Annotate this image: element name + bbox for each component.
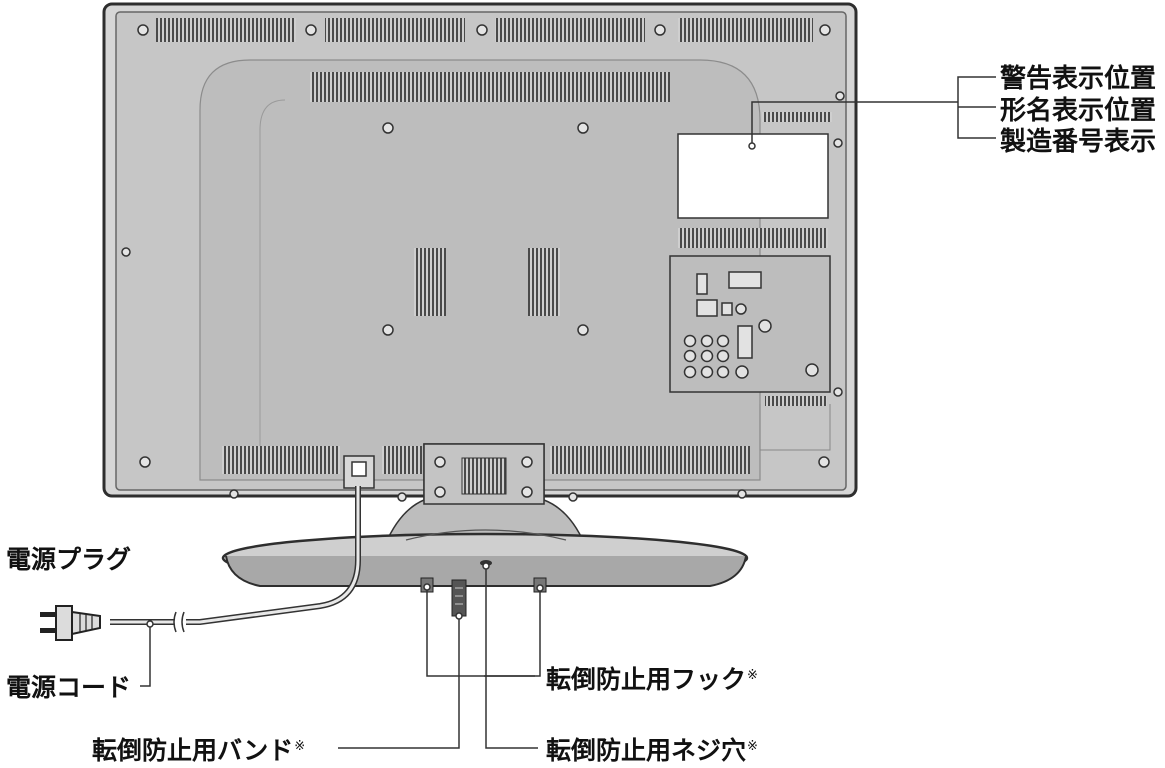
side-vent <box>414 248 446 316</box>
leader-lines <box>140 76 996 749</box>
label-serial-display: 製造番号表示 <box>1000 127 1157 157</box>
label-model-position: 形名表示位置 <box>1000 96 1157 126</box>
bottom-vent <box>382 446 422 474</box>
label-power-plug: 電源プラグ <box>6 545 132 574</box>
top-vent <box>156 18 296 42</box>
bottom-vent <box>222 446 340 474</box>
label-warning-position: 警告表示位置 <box>1000 64 1157 94</box>
top-vent <box>495 18 645 42</box>
band-text: 転倒防止用バンド <box>92 736 294 765</box>
note-mark: ※ <box>294 738 306 754</box>
label-band: 転倒防止用バンド※ <box>92 731 305 767</box>
hook-text: 転倒防止用フック <box>546 665 747 694</box>
top-vent <box>325 18 465 42</box>
label-power-cord: 電源コード <box>6 673 132 702</box>
label-hook: 転倒防止用フック※ <box>546 660 758 696</box>
bottom-vent <box>550 446 750 474</box>
power-plug <box>40 605 101 641</box>
note-mark: ※ <box>747 667 758 683</box>
top-vent <box>678 18 813 42</box>
band <box>451 579 467 617</box>
label-screw-hole: 転倒防止用ネジ穴※ <box>546 731 758 767</box>
upper-vent <box>310 72 670 102</box>
note-mark: ※ <box>747 738 758 754</box>
screw-hole-text: 転倒防止用ネジ穴 <box>546 736 747 765</box>
side-vent <box>528 248 560 316</box>
